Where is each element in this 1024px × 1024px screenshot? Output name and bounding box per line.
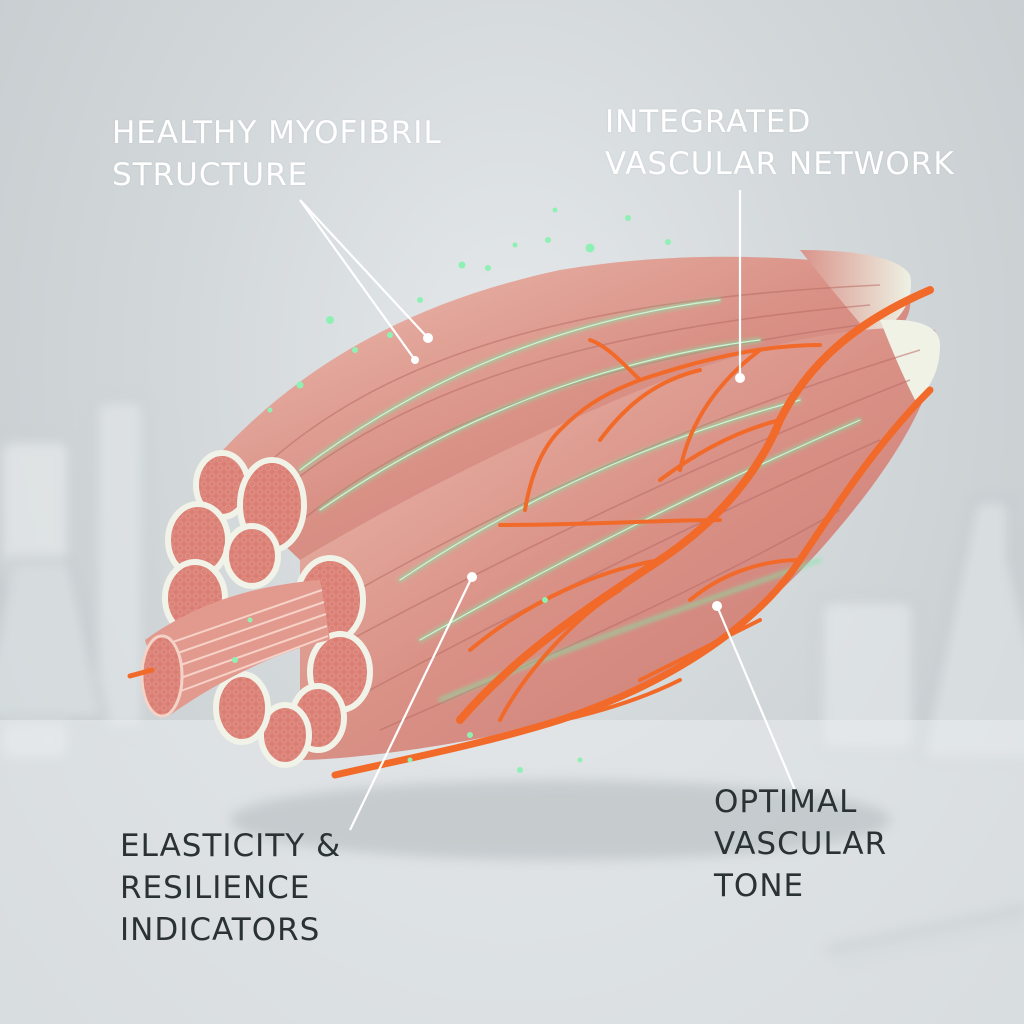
leader-line-myofibril: [299, 199, 429, 339]
exposed-myofibrils: [127, 580, 330, 718]
leader-line-vascular-tone: [715, 605, 797, 791]
label-healthy-myofibril-structure: HEALTHY MYOFIBRIL STRUCTURE: [112, 115, 442, 193]
leader-line-elasticity: [349, 576, 473, 831]
muscle-shadow: [230, 780, 890, 860]
leader-line-myofibril-2: [299, 199, 416, 361]
fiber-striations: [259, 284, 921, 731]
label-elasticity-resilience-indicators: ELASTICITY & RESILIENCE INDICATORS: [120, 828, 342, 948]
glow-particles: [232, 207, 671, 773]
table-surface: [0, 720, 1024, 1024]
leader-lines: [299, 190, 797, 831]
vascular-network: [331, 286, 934, 779]
elasticity-glow-lines: [298, 298, 862, 702]
label-integrated-vascular-network: INTEGRATED VASCULAR NETWORK: [605, 104, 955, 182]
fascicle-cross-sections: [162, 450, 373, 768]
leader-dots: [411, 333, 745, 611]
label-optimal-vascular-tone: OPTIMAL VASCULAR TONE: [714, 784, 888, 904]
